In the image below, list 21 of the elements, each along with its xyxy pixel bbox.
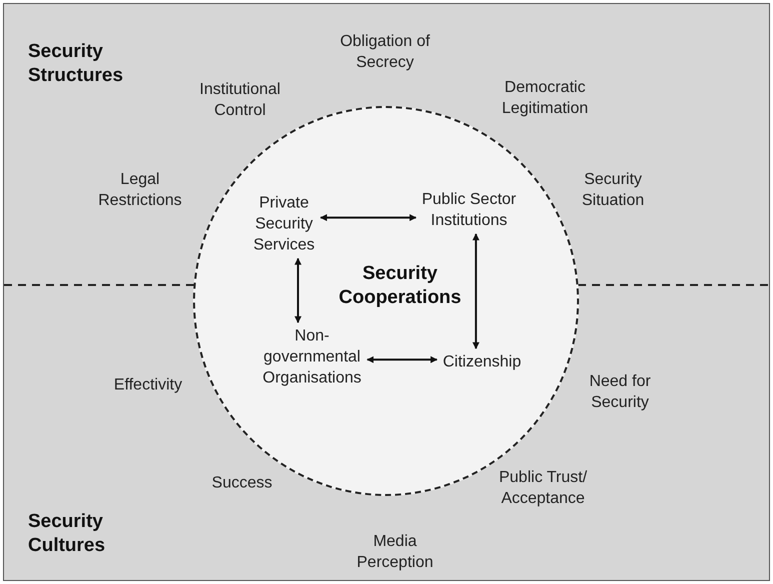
factor-label: Democratic Legitimation xyxy=(500,78,590,119)
section-heading: Security Cultures xyxy=(28,510,106,558)
factor-label: Obligation of Secrecy xyxy=(339,32,431,73)
double-arrow xyxy=(294,258,302,324)
factor-label: Need for Security xyxy=(588,372,652,413)
factor-label: Effectivity xyxy=(112,376,184,396)
actor-label: Non-governmental Organisations xyxy=(252,326,372,388)
circle-title: Security Cooperations xyxy=(338,262,462,310)
double-arrow xyxy=(472,233,480,350)
actor-label: Private Security Services xyxy=(234,192,334,256)
section-heading: Security Structures xyxy=(28,40,124,88)
actor-label: Citizenship xyxy=(432,352,532,372)
double-arrow xyxy=(366,356,438,364)
actor-label: Public Sector Institutions xyxy=(402,189,536,231)
factor-label: Public Trust/ Acceptance xyxy=(498,468,588,509)
factor-label: Success xyxy=(210,474,274,494)
factor-label: Security Situation xyxy=(580,170,646,211)
factor-label: Media Perception xyxy=(356,532,434,573)
factor-label: Legal Restrictions xyxy=(97,170,183,211)
factor-label: Institutional Control xyxy=(198,80,282,121)
double-arrow xyxy=(320,214,417,222)
